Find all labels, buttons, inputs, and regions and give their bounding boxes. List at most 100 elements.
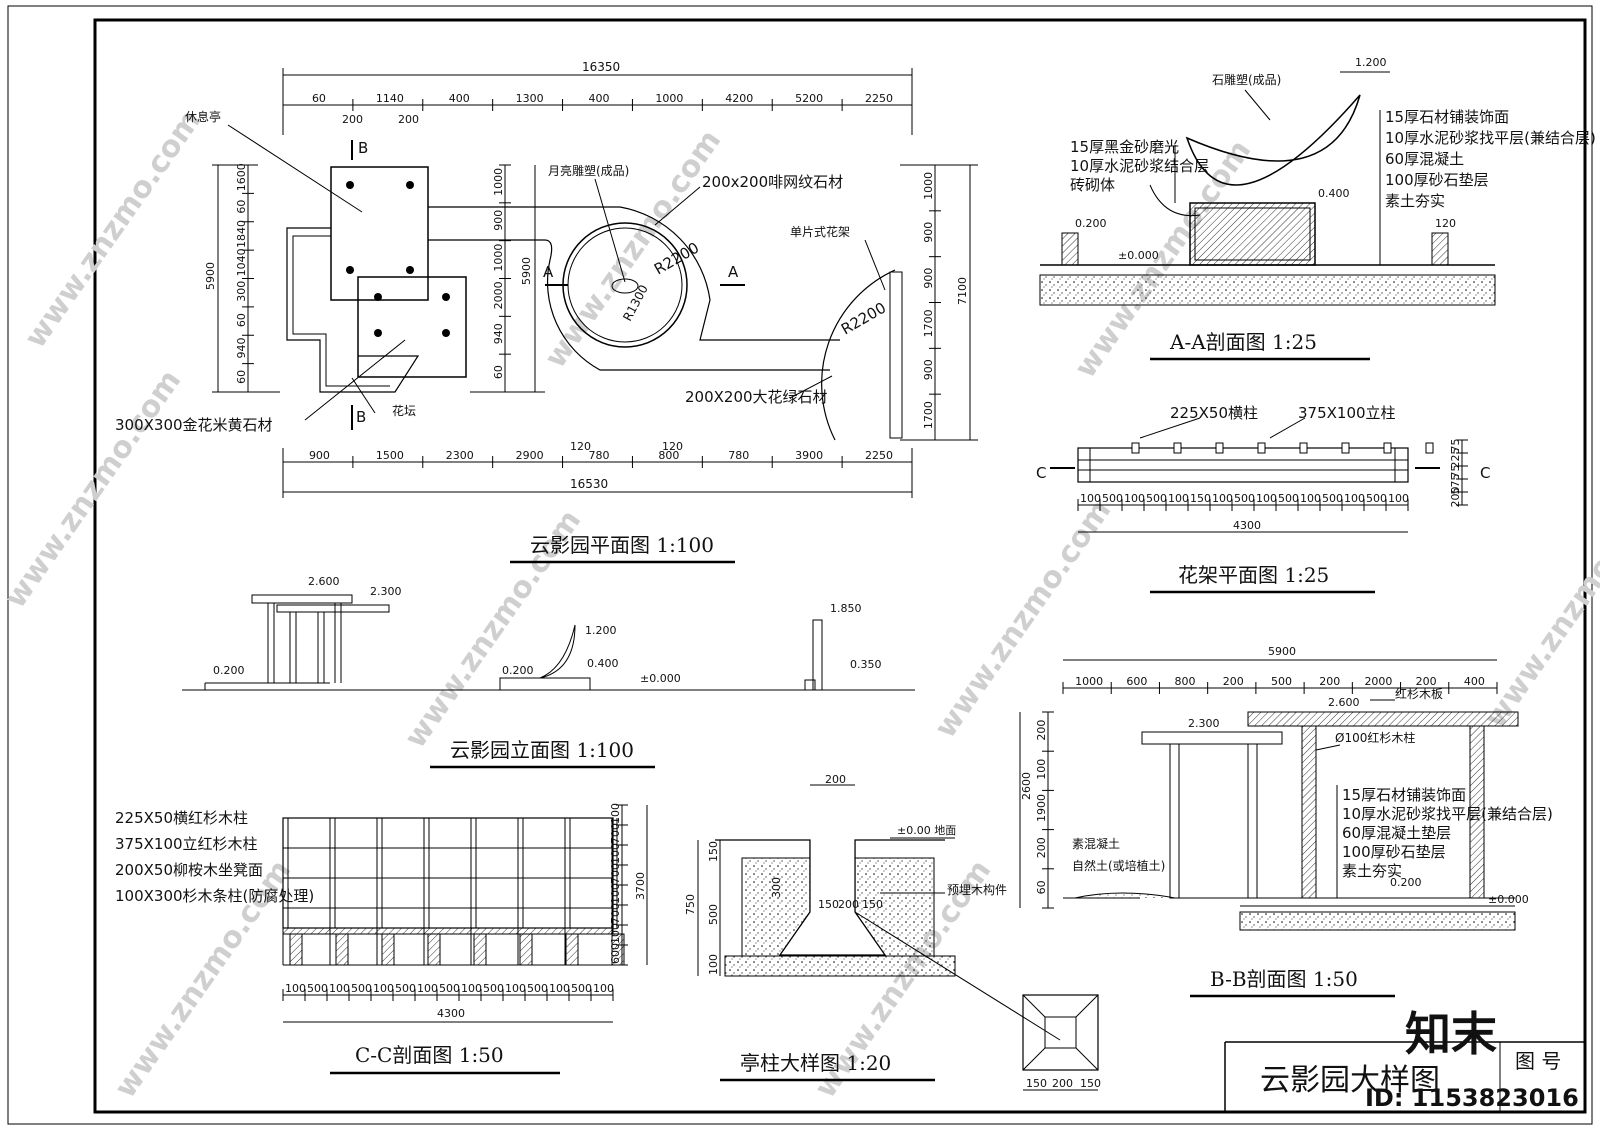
bb-title: B-B剖面图 1:50: [1210, 967, 1358, 991]
trellis-post: [1257, 442, 1266, 454]
cc-frame: [282, 817, 625, 966]
elev-level-2: 2.300: [370, 585, 402, 598]
plan-bottom-dim-2: 2300: [446, 449, 474, 462]
cc-dim-8: 100: [461, 982, 482, 995]
aa-level-3: 0.200: [1075, 217, 1107, 230]
elev-level-3: 0.200: [213, 664, 245, 677]
section-cc: 225X50横红杉木柱375X100立红杉木柱200X50柳桉木坐凳面100X3…: [115, 803, 648, 1075]
bb-layers: 15厚石材铺装饰面10厚水泥砂浆找平层(兼结合层)60厚混凝土垫层100厚砂石垫…: [1342, 786, 1553, 880]
bb-top-dim-1: 600: [1126, 675, 1147, 688]
plan-left-dim-1: 60: [235, 200, 248, 214]
label-trellis: 单片式花架: [790, 224, 850, 239]
trellis-dim-9: 500: [1278, 492, 1299, 505]
trellis-right-dim-3: 575: [1449, 474, 1462, 495]
trellis-frame: [1077, 447, 1409, 483]
col-dim-mid-2: 200: [838, 898, 859, 911]
aa-dim-120: 120: [1435, 217, 1456, 230]
trellis-total: 4300: [1233, 519, 1261, 532]
col-embed-label: 预埋木构件: [947, 882, 1007, 897]
cc-bench-leg: [381, 933, 395, 966]
plan-mid-dim-3: 2000: [492, 281, 505, 309]
cc-dim-1: 500: [307, 982, 328, 995]
elevation-title: 云影园立面图 1:100: [450, 738, 634, 762]
cc-dim-10: 100: [505, 982, 526, 995]
trellis-dim-8: 100: [1256, 492, 1277, 505]
cc-bench-top: [282, 927, 614, 935]
plan-right-dim-4: 900: [922, 359, 935, 380]
col-dim-mid-3: 150: [862, 898, 883, 911]
trellis-right-dim-0: 75: [1449, 439, 1462, 453]
cc-dim-3: 500: [351, 982, 372, 995]
cc-bench-leg: [565, 933, 579, 966]
watermark-text-2: www.znzmo.com: [538, 124, 728, 375]
cc-labels: 225X50横红杉木柱375X100立红杉木柱200X50柳桉木坐凳面100X3…: [115, 809, 314, 905]
aa-left-layer-0: 15厚黑金砂磨光: [1070, 138, 1179, 156]
label-r2200-a: R2200: [651, 239, 702, 279]
moon-sculpture-plan: [611, 278, 639, 294]
col-dim-mid-1: 150: [818, 898, 839, 911]
plan-bottom-dim-3: 2900: [516, 449, 544, 462]
label-r2200-b: R2200: [838, 299, 889, 339]
bb-left-total: 2600: [1020, 772, 1033, 800]
cc-right-dim-0: 100: [609, 803, 622, 824]
cc-dim-2: 100: [329, 982, 350, 995]
plan-bottom-dim-4: 780: [589, 449, 610, 462]
col-plan-dim-1: 150: [1026, 1077, 1047, 1090]
bb-label-board: 红杉木板: [1395, 686, 1443, 701]
trellis-right-dim-2: 75: [1449, 465, 1462, 479]
plan-right-dim-2: 900: [922, 268, 935, 289]
bb-level-4: ±0.000: [1488, 893, 1529, 906]
plan-bottom-sub-1: 120: [570, 440, 591, 453]
section-aa: 1.200 0.400 0.200 ±0.000 120 石雕塑(成品) 15厚…: [1039, 56, 1596, 361]
elev-level-5: 0.400: [587, 657, 619, 670]
plan-top-sub-1: 200: [342, 113, 363, 126]
bb-left-dim-1: 100: [1035, 759, 1048, 780]
plan-title: 云影园平面图 1:100: [530, 533, 714, 557]
watermark-text-6: www.znzmo.com: [928, 494, 1118, 745]
cc-dim-0: 100: [285, 982, 306, 995]
trellis-post: [1299, 442, 1308, 454]
cc-label-1: 375X100立红杉木柱: [115, 835, 258, 853]
cc-right-dim-5: 700: [609, 903, 622, 924]
plan-left-dim-2: 1840: [235, 220, 248, 248]
plan-top-sub-2: 200: [398, 113, 419, 126]
cc-bench-leg: [289, 933, 303, 966]
bb-top-dim-6: 2000: [1364, 675, 1392, 688]
bb-top-dim-3: 200: [1223, 675, 1244, 688]
bb-level-2: 2.600: [1328, 696, 1360, 709]
col-dim-side: 300: [770, 877, 783, 898]
cc-bench-leg: [519, 933, 533, 966]
pavilion-columns: [346, 181, 450, 337]
bb-top-dim-2: 800: [1175, 675, 1196, 688]
trellis-dim-2: 100: [1124, 492, 1145, 505]
trellis-dim-12: 100: [1344, 492, 1365, 505]
watermark-id: ID: 1153823016: [1365, 1084, 1579, 1112]
watermark-brand: 知末: [1405, 1007, 1497, 1061]
aa-brick-base: [1189, 202, 1316, 266]
plan-left-dim-3: 1040: [235, 248, 248, 276]
cc-dim-7: 500: [439, 982, 460, 995]
bb-roof-board: [1247, 711, 1519, 727]
plan-bottom-dim-6: 780: [728, 449, 749, 462]
aa-title: A-A剖面图 1:25: [1169, 330, 1317, 354]
plan-bottom-sub-2: 120: [662, 440, 683, 453]
cc-bench-leg: [473, 933, 487, 966]
plan-mid-dim-0: 1000: [492, 168, 505, 196]
trellis-dim-0: 100: [1080, 492, 1101, 505]
trellis-plan-small: [889, 271, 903, 439]
trellis-right-dim-4: 200: [1449, 487, 1462, 508]
plan-mid-dim-1: 900: [492, 210, 505, 231]
bb-left-dim-4: 60: [1035, 880, 1048, 894]
trellis-dim-1: 500: [1102, 492, 1123, 505]
aa-right-layer-0: 15厚石材铺装饰面: [1385, 108, 1509, 126]
trellis-title: 花架平面图 1:25: [1178, 563, 1329, 587]
bb-top-dim-4: 500: [1271, 675, 1292, 688]
plan-right-dim-5: 1700: [922, 401, 935, 429]
section-mark-b-bottom: B: [356, 408, 366, 426]
cc-dim-14: 100: [593, 982, 614, 995]
